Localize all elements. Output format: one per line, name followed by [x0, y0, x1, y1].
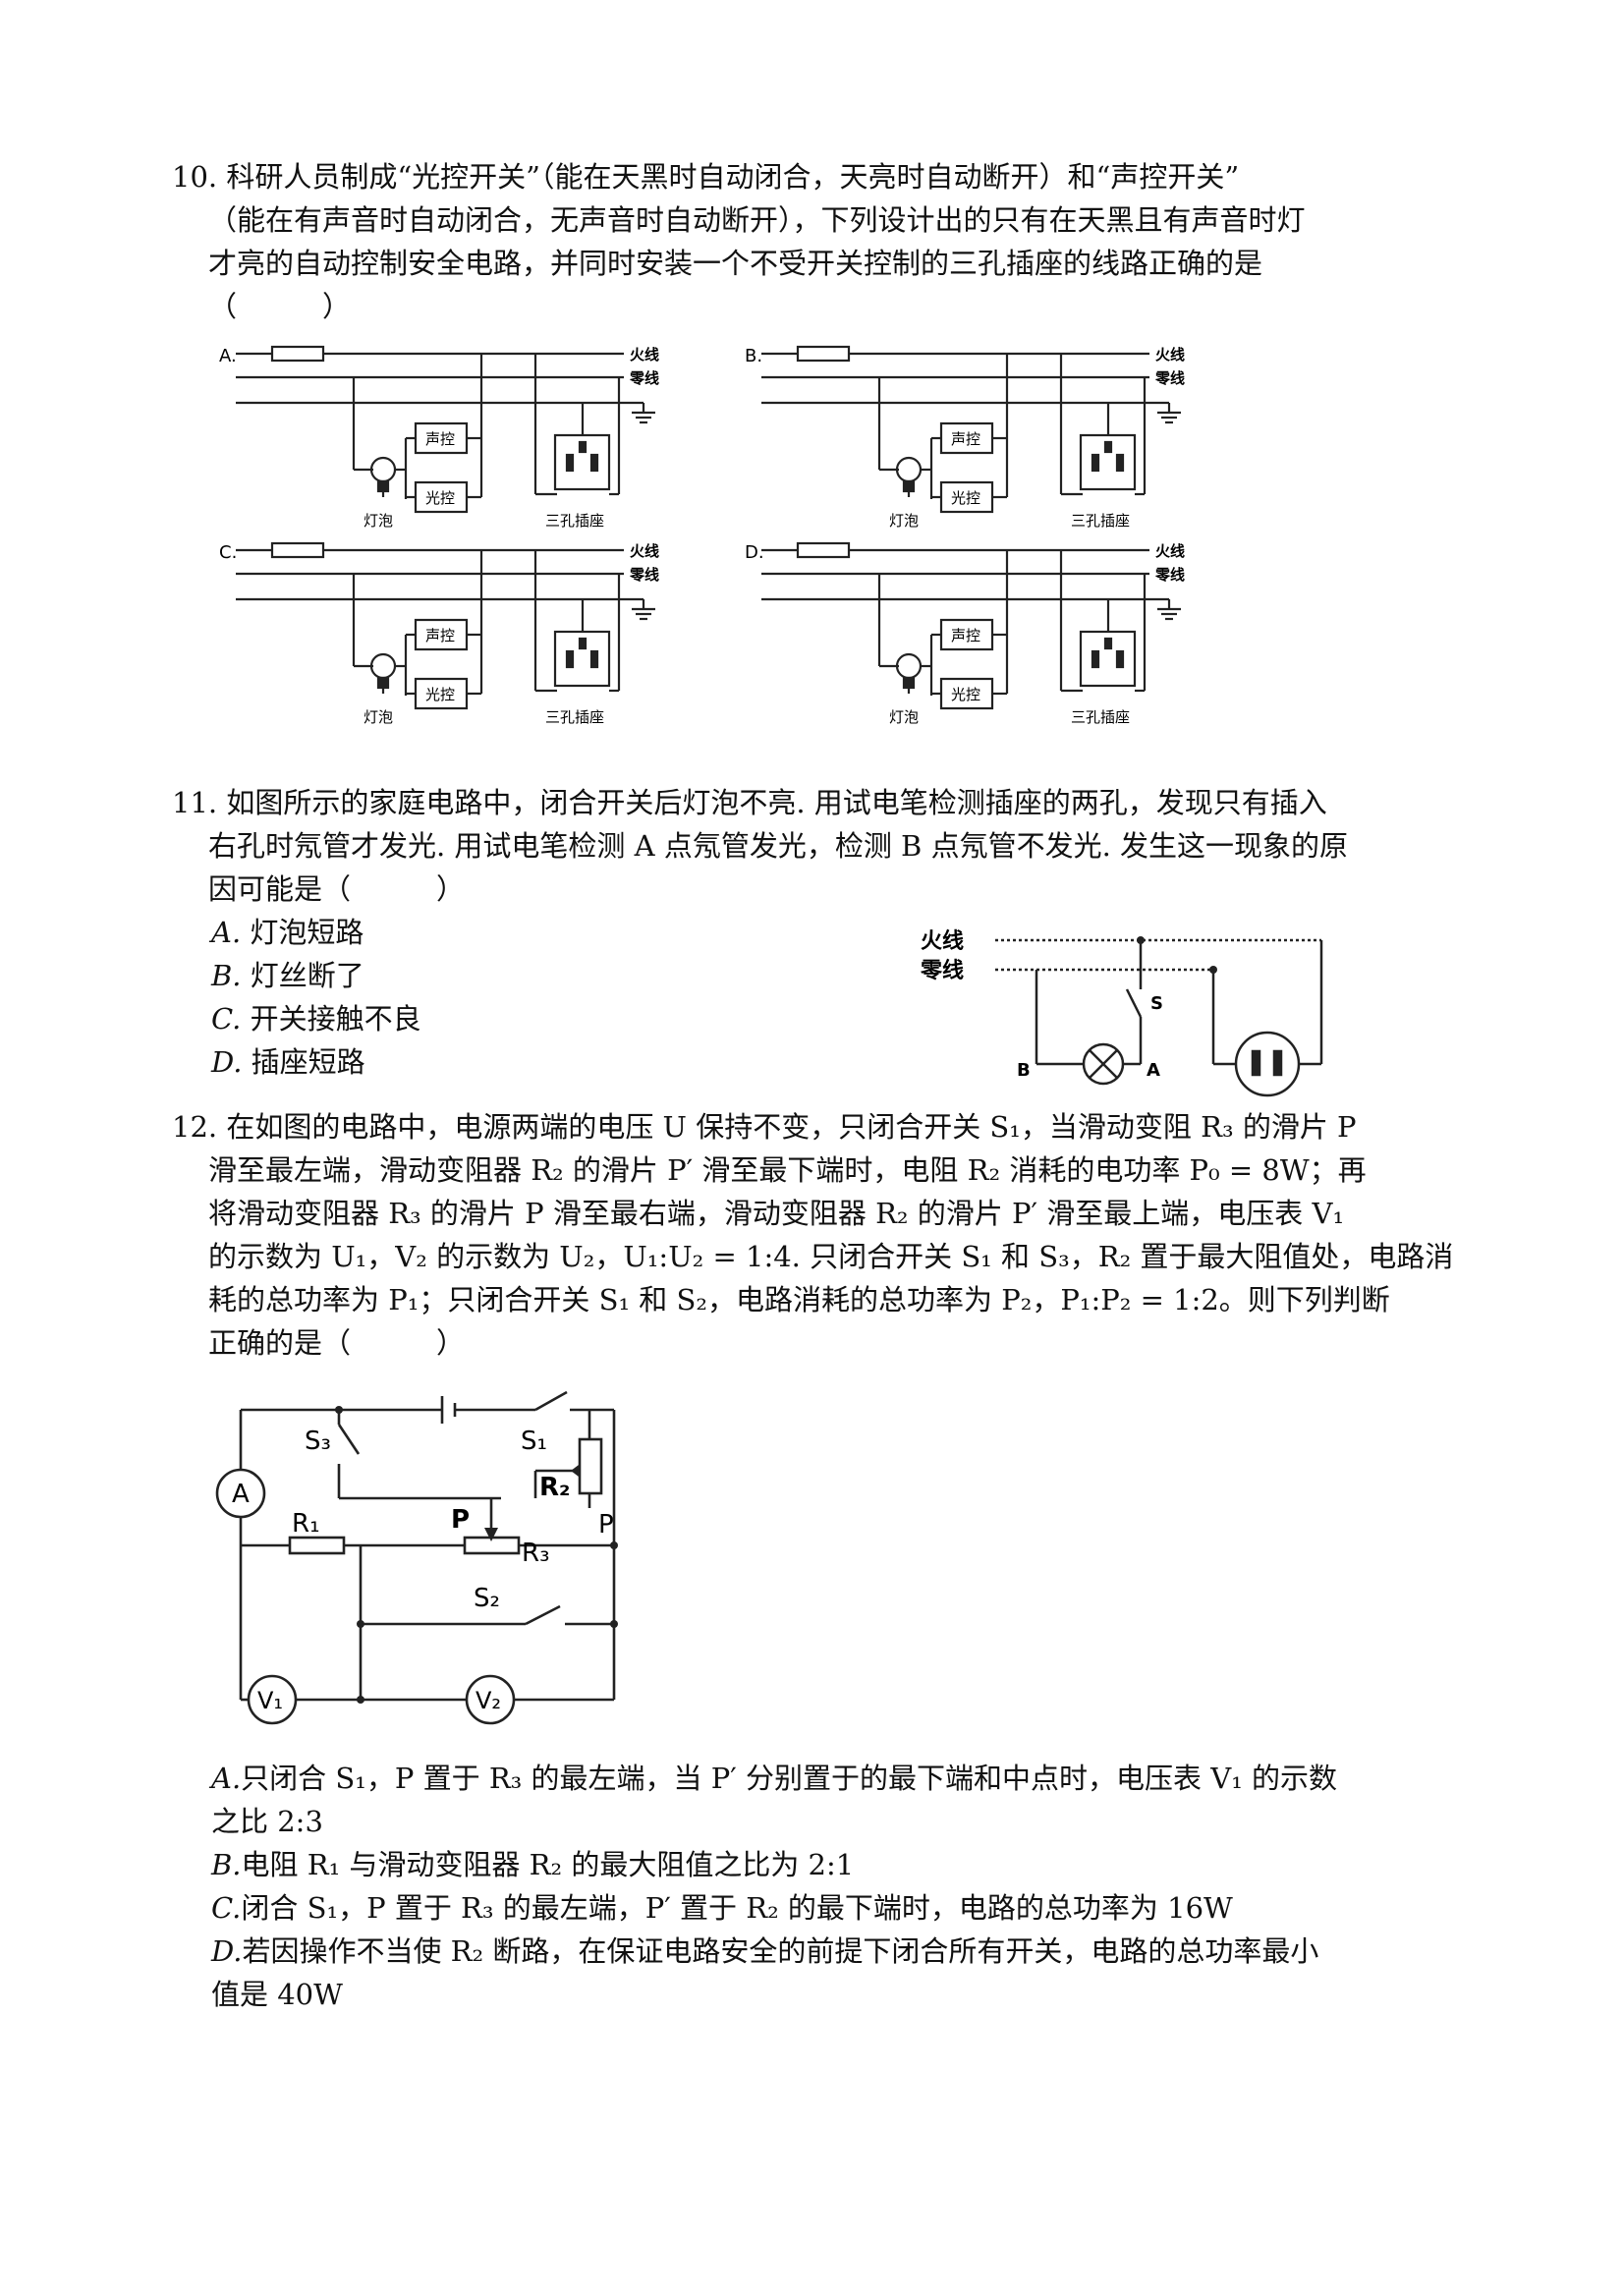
- q10-line-4: （ ）: [208, 290, 352, 323]
- q10-line-2: （能在有声音时自动闭合，无声音时自动断开），下列设计出的只有在天黑且有声音时灯: [208, 203, 1306, 237]
- q11-option-c: C. 开关接触不良: [211, 997, 421, 1040]
- diagram-a-sound: 声控: [425, 430, 455, 448]
- diagram-a-letter: A.: [219, 346, 237, 366]
- q12-option-b: B.电阻 R₁ 与滑动变阻器 R₂ 的最大阻值之比为 2:1: [211, 1843, 1479, 1886]
- question-12: 12. 在如图的电路中，电源两端的电压 U 保持不变，只闭合开关 S₁，当滑动变…: [172, 1105, 1479, 1365]
- q12-s2-label: S₂: [474, 1584, 500, 1613]
- diagram-a-socket: 三孔插座: [545, 512, 604, 530]
- q12-option-a-line-1: 只闭合 S₁，P 置于 R₃ 的最左端，当 P′ 分别置于的最下端和中点时，电压…: [241, 1762, 1338, 1795]
- q12-circuit-diagram: A S₃ S₁ R₂ P R₁ P R₃ S₂ V₁ V₂: [215, 1390, 618, 1725]
- q12-option-b-line-1: 电阻 R₁ 与滑动变阻器 R₂ 的最大阻值之比为 2:1: [241, 1848, 855, 1881]
- q11-option-d: D. 插座短路: [211, 1040, 365, 1084]
- q12-line-3: 将滑动变阻器 R₃ 的滑片 P 滑至最右端，滑动变阻器 R₂ 的滑片 P′ 滑至…: [208, 1197, 1345, 1230]
- q11-neutral-label: 零线: [920, 958, 964, 983]
- diagram-c-light: 光控: [425, 686, 455, 703]
- diagram-d-live: 火线: [1155, 542, 1185, 560]
- diagram-a-light: 光控: [425, 489, 455, 507]
- q10-line-3: 才亮的自动控制安全电路，并同时安装一个不受开关控制的三孔插座的线路正确的是: [208, 247, 1263, 280]
- q12-option-a-line-2: 之比 2:3: [211, 1805, 323, 1838]
- q12-option-a-label: A.: [211, 1762, 242, 1795]
- q11-live-label: 火线: [921, 928, 964, 954]
- q11-circuit-diagram: 火线 零线 S A B: [920, 928, 1323, 1097]
- q11-option-b: B. 灯丝断了: [211, 954, 364, 997]
- q12-r3-label: R₃: [522, 1539, 550, 1568]
- diagram-b: B. 火线 零线 声控 光控 灯泡 三孔插座: [745, 345, 1185, 530]
- q12-options: A.只闭合 S₁，P 置于 R₃ 的最左端，当 P′ 分别置于的最下端和中点时，…: [211, 1757, 1479, 2016]
- diagram-d: D. 火线 零线 声控 光控 灯泡 三孔插座: [745, 541, 1185, 726]
- q12-line-2: 滑至最左端，滑动变阻器 R₂ 的滑片 P′ 滑至最下端时，电阻 R₂ 消耗的电功…: [208, 1153, 1367, 1187]
- q11-option-d-label: D.: [211, 1045, 243, 1079]
- q12-v2-label: V₂: [476, 1687, 501, 1714]
- q12-option-a: A.只闭合 S₁，P 置于 R₃ 的最左端，当 P′ 分别置于的最下端和中点时，…: [211, 1757, 1479, 1800]
- q11-switch-label: S: [1150, 993, 1163, 1014]
- q12-option-d-line-1: 若因操作不当使 R₂ 断路，在保证电路安全的前提下闭合所有开关，电路的总功率最小: [242, 1934, 1319, 1968]
- diagram-d-bulb: 灯泡: [889, 708, 919, 726]
- q12-s1-label: S₁: [521, 1427, 547, 1456]
- question-11: 11. 如图所示的家庭电路中，闭合开关后灯泡不亮. 用试电笔检测插座的两孔，发现…: [172, 781, 1479, 911]
- diagram-b-sound: 声控: [951, 430, 980, 448]
- q11-option-a-text: 灯泡短路: [250, 916, 364, 949]
- q11-point-b: B: [1017, 1060, 1031, 1081]
- diagram-a: A. 火线 零线 声控 光控 灯泡 三孔插座: [219, 345, 659, 530]
- q12-r1-label: R₁: [292, 1509, 320, 1539]
- diagram-b-letter: B.: [745, 346, 762, 366]
- q12-option-c-line-1: 闭合 S₁，P 置于 R₃ 的最左端，P′ 置于 R₂ 的最下端时，电路的总功率…: [241, 1891, 1233, 1925]
- q12-p-label: P: [451, 1505, 470, 1535]
- diagram-b-bulb: 灯泡: [889, 512, 919, 530]
- diagram-a-bulb: 灯泡: [364, 512, 393, 530]
- q11-option-a: A. 灯泡短路: [211, 911, 364, 954]
- q11-option-b-text: 灯丝断了: [250, 959, 364, 992]
- q10-line-1: 10. 科研人员制成“光控开关”（能在天黑时自动闭合，天亮时自动断开）和“声控开…: [172, 160, 1240, 194]
- diagram-d-light: 光控: [951, 686, 980, 703]
- q12-line-6: 正确的是（ ）: [208, 1326, 466, 1360]
- diagram-c-socket: 三孔插座: [545, 708, 604, 726]
- diagram-d-socket: 三孔插座: [1071, 708, 1130, 726]
- q11-point-a: A: [1147, 1060, 1160, 1081]
- q12-v1-label: V₁: [257, 1687, 283, 1714]
- diagram-c-live: 火线: [630, 542, 659, 560]
- question-10: 10. 科研人员制成“光控开关”（能在天黑时自动闭合，天亮时自动断开）和“声控开…: [172, 155, 1479, 328]
- q10-circuit-diagrams: A. 火线 零线 声控 光控 灯泡 三孔插座 B. 火线 零线 声控 光控 灯泡…: [219, 345, 1185, 726]
- q12-option-d-label: D.: [211, 1934, 243, 1968]
- diagram-b-socket: 三孔插座: [1071, 512, 1130, 530]
- q11-line-1: 11. 如图所示的家庭电路中，闭合开关后灯泡不亮. 用试电笔检测插座的两孔，发现…: [172, 786, 1327, 819]
- diagram-b-light: 光控: [951, 489, 980, 507]
- q11-option-b-label: B.: [211, 959, 242, 992]
- q12-line-5: 耗的总功率为 P₁；只闭合开关 S₁ 和 S₂，电路消耗的总功率为 P₂，P₁:…: [208, 1283, 1390, 1316]
- diagram-b-neutral: 零线: [1154, 369, 1185, 387]
- q12-option-c: C.闭合 S₁，P 置于 R₃ 的最左端，P′ 置于 R₂ 的最下端时，电路的总…: [211, 1886, 1479, 1930]
- q12-option-c-label: C.: [211, 1891, 242, 1925]
- diagram-d-letter: D.: [745, 542, 764, 563]
- diagram-c: C. 火线 零线 声控 光控 灯泡 三孔插座: [219, 541, 659, 726]
- q12-line-4: 的示数为 U₁，V₂ 的示数为 U₂，U₁:U₂ = 1:4. 只闭合开关 S₁…: [208, 1240, 1454, 1273]
- diagram-a-live: 火线: [630, 346, 659, 364]
- q11-option-c-text: 开关接触不良: [250, 1002, 421, 1036]
- q11-line-2: 右孔时氖管才发光. 用试电笔检测 A 点氖管发光，检测 B 点氖管不发光. 发生…: [208, 829, 1349, 863]
- diagram-c-neutral: 零线: [629, 566, 659, 584]
- q11-option-c-label: C.: [211, 1002, 242, 1036]
- q12-ammeter-label: A: [232, 1480, 250, 1509]
- diagram-a-neutral: 零线: [629, 369, 659, 387]
- diagram-c-bulb: 灯泡: [364, 708, 393, 726]
- q11-option-a-label: A.: [211, 916, 242, 949]
- diagram-b-live: 火线: [1155, 346, 1185, 364]
- diagram-c-sound: 声控: [425, 627, 455, 644]
- q12-line-1: 12. 在如图的电路中，电源两端的电压 U 保持不变，只闭合开关 S₁，当滑动变…: [172, 1110, 1357, 1144]
- q12-p-prime-label: P: [598, 1510, 614, 1540]
- diagram-d-neutral: 零线: [1154, 566, 1185, 584]
- q12-r2-label: R₂: [539, 1473, 570, 1502]
- diagram-c-letter: C.: [219, 542, 237, 563]
- q12-option-d: D.若因操作不当使 R₂ 断路，在保证电路安全的前提下闭合所有开关，电路的总功率…: [211, 1930, 1479, 1973]
- diagram-d-sound: 声控: [951, 627, 980, 644]
- q11-line-3: 因可能是（ ）: [208, 872, 466, 906]
- q11-option-d-text: 插座短路: [251, 1045, 365, 1079]
- q12-option-d-line-2: 值是 40W: [211, 1978, 343, 2011]
- q12-option-b-label: B.: [211, 1848, 242, 1881]
- q12-s3-label: S₃: [305, 1427, 331, 1456]
